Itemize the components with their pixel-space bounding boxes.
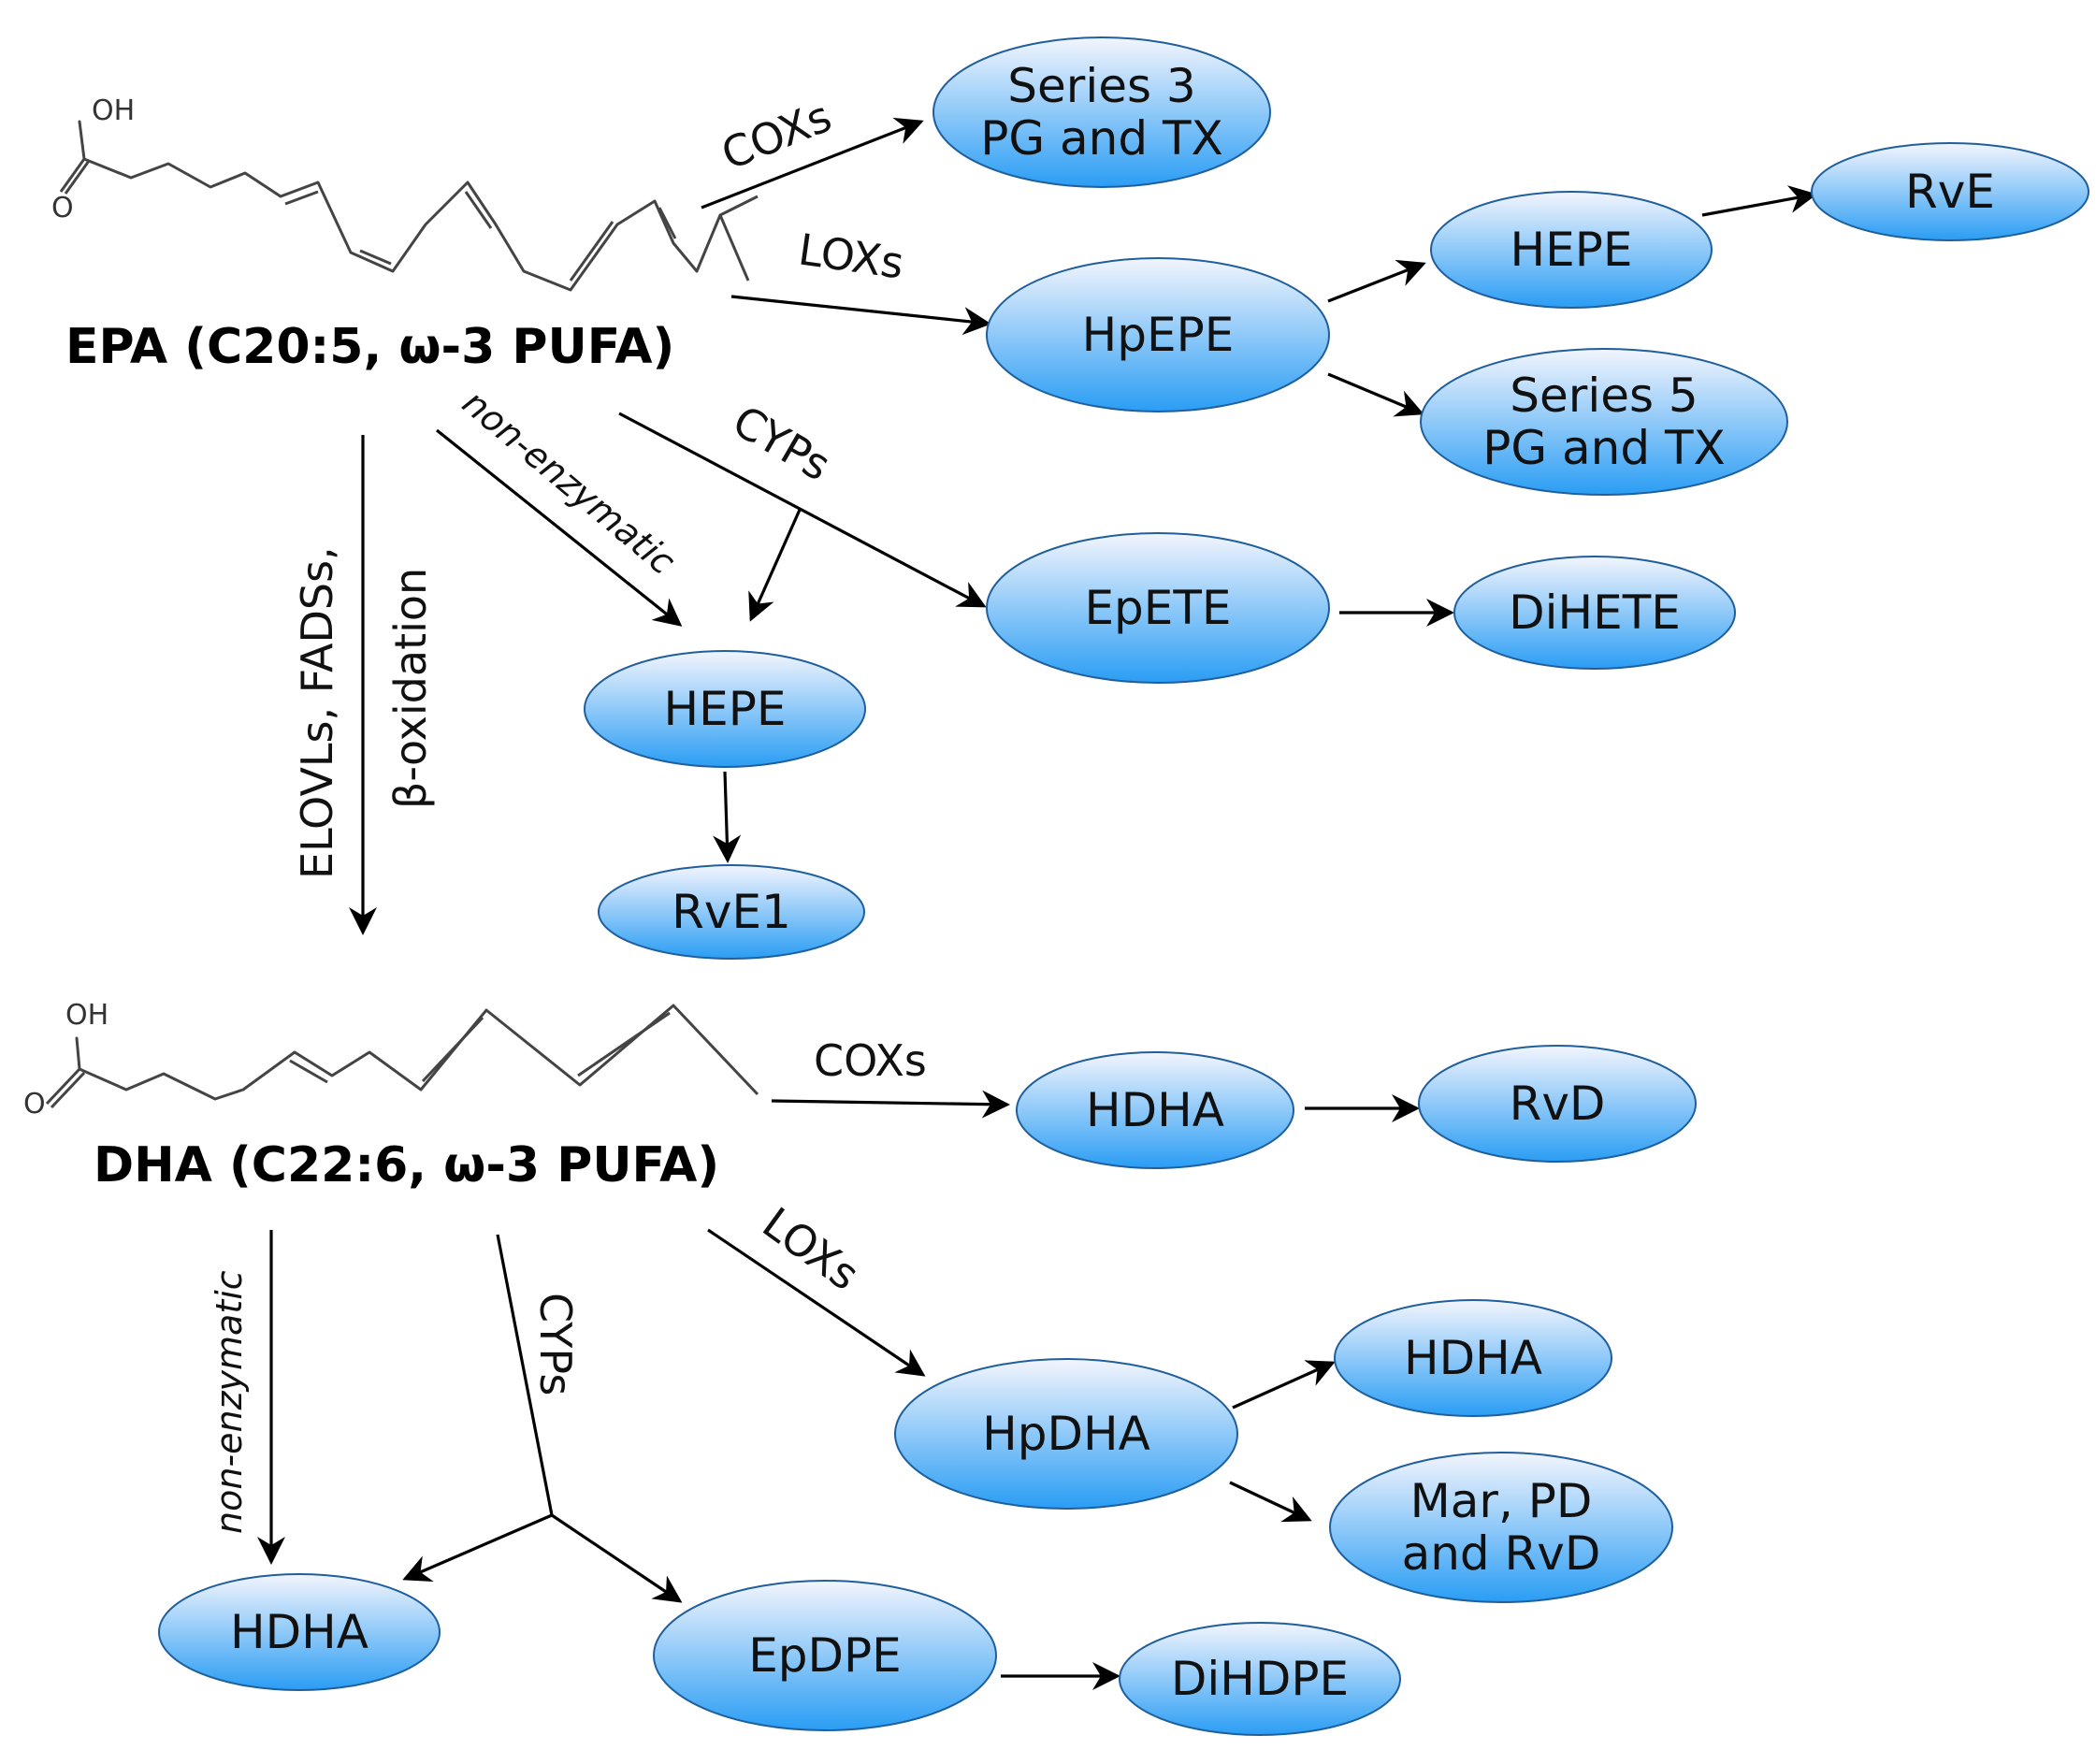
edge-dha-hpdha: [707, 1228, 926, 1377]
node-label: EpETE: [1084, 581, 1231, 635]
node-ellipse: [986, 257, 1330, 412]
node-epdpe: EpDPE: [653, 1580, 997, 1731]
label-dha-nonenzymatic: non-enzymatic: [209, 1270, 250, 1534]
epa-o-label: O: [51, 192, 74, 224]
node-rve: RvE: [1811, 142, 2089, 241]
node-label: PG and TX: [1482, 421, 1726, 475]
label-dha-cox: COXs: [814, 1035, 927, 1086]
edge-epa-epete: [618, 412, 987, 608]
node-ellipse: [1016, 1051, 1294, 1169]
label-elongation-1: ELOVLs, FADSs,: [292, 546, 342, 879]
node-ellipse: [653, 1580, 997, 1731]
node-hpepe: HpEPE: [986, 257, 1330, 412]
node-label: HEPE: [1511, 223, 1633, 277]
node-dihdpe: DiHDPE: [1119, 1622, 1401, 1736]
edge-cyp-epdpe: [551, 1513, 683, 1603]
node-label: DiHETE: [1509, 586, 1681, 640]
label-dha-lox: LOXs: [754, 1197, 869, 1300]
dha-label: DHA (C22:6, ω-3 PUFA): [94, 1137, 719, 1193]
epa-structure: OH O: [51, 94, 759, 292]
node-ellipse: [1430, 191, 1713, 309]
node-dihete: DiHETE: [1453, 556, 1736, 670]
node-rve1: RvE1: [598, 864, 865, 960]
node-hepe-mid: HEPE: [584, 650, 866, 768]
edge-hepe-rve: [1701, 185, 1817, 217]
dha-o-label: O: [23, 1088, 46, 1121]
node-ellipse: [584, 650, 866, 768]
edge-hpepe-hepe: [1327, 259, 1426, 303]
node-hdha-cox: HDHA: [1016, 1051, 1294, 1169]
edge-hepe-rve1: [713, 771, 742, 863]
node-ellipse: [986, 532, 1330, 684]
node-series5: Series 5PG and TX: [1420, 348, 1788, 496]
node-label: Series 3: [1007, 59, 1195, 113]
edge-dha-cyp-stem: [496, 1234, 554, 1516]
edge-hpdha-hdha: [1232, 1360, 1336, 1410]
edge-hpdha-mar: [1229, 1481, 1312, 1523]
node-ellipse: [932, 36, 1271, 188]
label-epa-lox: LOXs: [795, 224, 906, 288]
epa-label: EPA (C20:5, ω-3 PUFA): [65, 319, 674, 375]
node-ellipse: [598, 864, 865, 960]
edge-epa-series3: [701, 117, 924, 210]
node-ellipse: [1453, 556, 1736, 670]
node-hdha-lox: HDHA: [1334, 1299, 1612, 1417]
node-ellipse: [158, 1573, 441, 1691]
node-hpdha: HpDHA: [894, 1358, 1238, 1510]
node-label: RvE1: [672, 885, 791, 939]
edge-cyp-hdha: [402, 1513, 553, 1583]
edge-hpepe-series5: [1327, 372, 1424, 417]
edge-epa-hpepe: [730, 295, 991, 336]
label-epa-cox: COXs: [715, 91, 838, 180]
epa-oh-label: OH: [92, 94, 135, 127]
node-label: HDHA: [1404, 1331, 1542, 1385]
node-label: Mar, PD: [1410, 1474, 1593, 1528]
node-hepe-top: HEPE: [1430, 191, 1713, 309]
node-epete: EpETE: [986, 532, 1330, 684]
node-series3: Series 3PG and TX: [932, 36, 1271, 188]
node-ellipse: [1329, 1452, 1673, 1603]
node-label: HpEPE: [1082, 308, 1235, 362]
node-label: PG and TX: [980, 111, 1223, 166]
edge-cyp-hepe: [748, 509, 802, 622]
label-elongation-2: β-oxidation: [385, 568, 436, 809]
node-ellipse: [1418, 1045, 1697, 1163]
node-ellipse: [1334, 1299, 1612, 1417]
edge-dha-hdha: [771, 1090, 1010, 1119]
dha-oh-label: OH: [65, 999, 108, 1032]
node-label: and RvD: [1402, 1526, 1601, 1581]
label-epa-nonenzymatic: non-enzymatic: [455, 382, 683, 583]
node-label: RvE: [1905, 165, 1995, 219]
node-label: HDHA: [230, 1605, 369, 1659]
node-label: Series 5: [1510, 369, 1698, 423]
edges: [257, 117, 1817, 1690]
node-rvd: RvD: [1418, 1045, 1697, 1163]
node-ellipse: [1811, 142, 2089, 241]
node-label: RvD: [1510, 1077, 1606, 1131]
node-label: HDHA: [1086, 1083, 1224, 1137]
node-label: HEPE: [664, 682, 787, 736]
node-hdha-bottom: HDHA: [158, 1573, 441, 1691]
dha-structure: OH O: [23, 999, 759, 1121]
edge-nonenz-hepe: [436, 428, 683, 627]
node-ellipse: [1420, 348, 1788, 496]
node-label: EpDPE: [748, 1628, 902, 1683]
label-dha-cyp: CYPs: [530, 1293, 581, 1395]
node-label: HpDHA: [982, 1407, 1150, 1461]
node-ellipse: [894, 1358, 1238, 1510]
node-label: DiHDPE: [1171, 1652, 1349, 1706]
node-ellipse: [1119, 1622, 1401, 1736]
